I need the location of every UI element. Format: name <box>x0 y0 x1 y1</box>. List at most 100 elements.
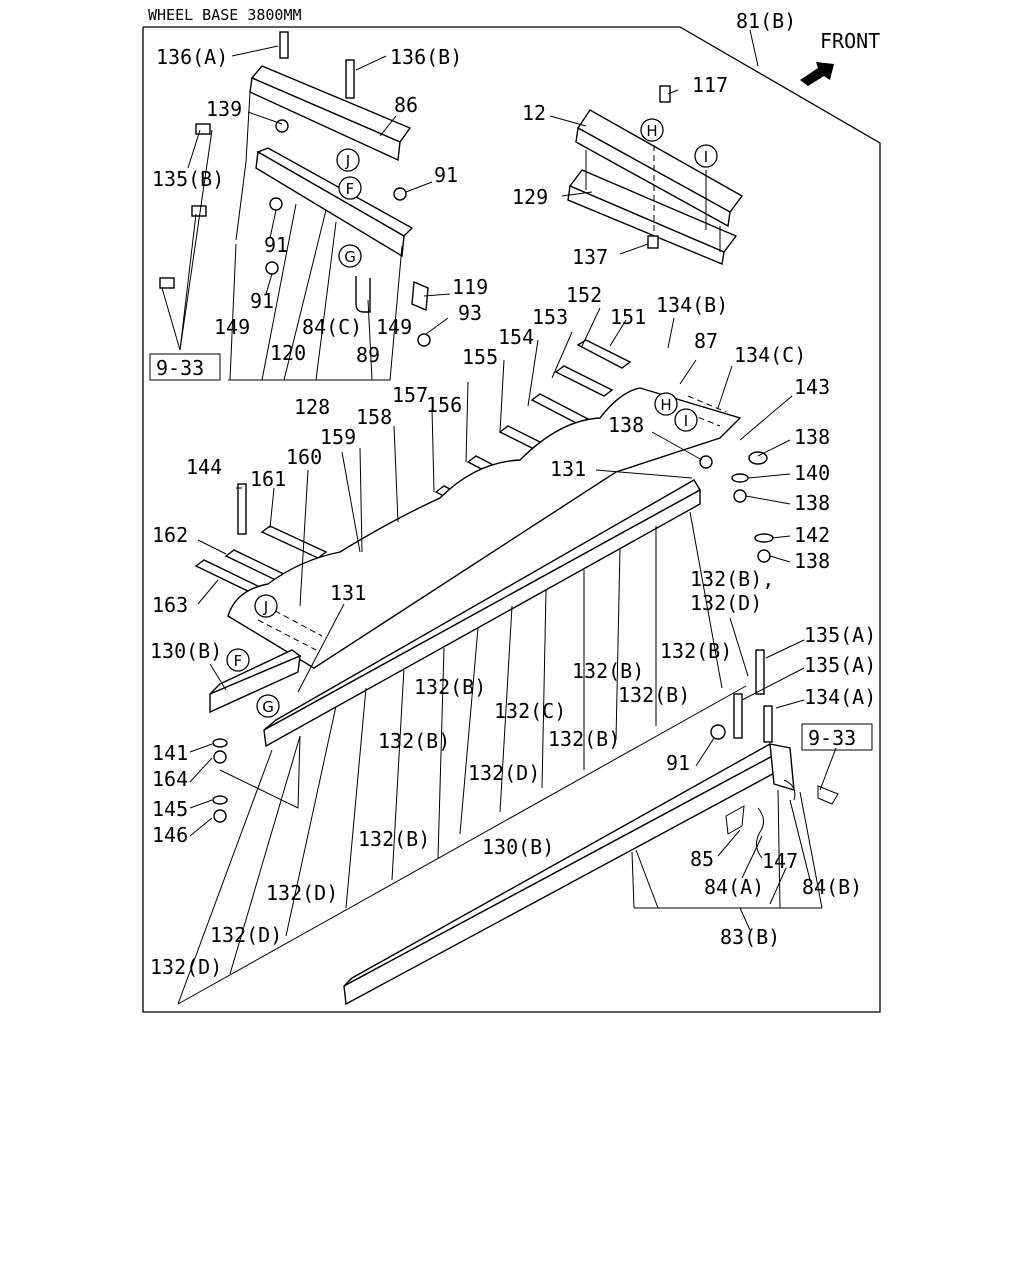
part-label: 132(B) <box>358 827 430 851</box>
part-label: 132(D) <box>468 761 540 785</box>
svg-text:H: H <box>660 396 671 414</box>
part-label: 84(C) <box>302 315 362 339</box>
circle-marker-group: H I J F G H I J <box>226 118 718 718</box>
part-label: 12 <box>522 101 546 125</box>
part-label: 132(B) <box>572 659 644 683</box>
left-hardware <box>212 451 774 823</box>
part-label: 135(A) <box>804 653 876 677</box>
marker-j-lower: J <box>254 594 278 618</box>
lower-long-rail <box>343 649 839 1006</box>
front-arrow-icon <box>800 62 834 86</box>
part-label: 140 <box>794 461 830 485</box>
part-label: 143 <box>794 375 830 399</box>
part-label: 129 <box>512 185 548 209</box>
upper-bracket-assembly <box>159 31 431 347</box>
part-label: 158 <box>356 405 392 429</box>
part-labels: 136(A) 136(B) 139 86 135(B) 91 91 91 149… <box>150 45 876 979</box>
reference-box-right: 9-33 <box>801 723 873 751</box>
part-label: 131 <box>550 457 586 481</box>
part-label: 141 <box>152 741 188 765</box>
svg-text:I: I <box>704 148 708 166</box>
part-label: 91 <box>434 163 458 187</box>
part-label: 146 <box>152 823 188 847</box>
part-label: 91 <box>666 751 690 775</box>
part-label: 131 <box>330 581 366 605</box>
svg-text:H: H <box>646 122 657 140</box>
part-label: 132(B), <box>690 567 774 591</box>
part-label: 149 <box>376 315 412 339</box>
part-label: 136(B) <box>390 45 462 69</box>
svg-text:G: G <box>344 248 356 266</box>
part-label: 142 <box>794 523 830 547</box>
part-label: 87 <box>694 329 718 353</box>
part-label: 91 <box>250 289 274 313</box>
part-label: 134(A) <box>804 685 876 709</box>
part-label: 138 <box>608 413 644 437</box>
part-label: 132(B) <box>618 683 690 707</box>
part-label: 120 <box>270 341 306 365</box>
reference-box-left: 9-33 <box>149 353 221 381</box>
part-label: 152 <box>566 283 602 307</box>
floor-plate <box>227 387 742 669</box>
part-label: 149 <box>214 315 250 339</box>
part-label: 93 <box>458 301 482 325</box>
part-label: 157 <box>392 383 428 407</box>
svg-text:F: F <box>234 652 243 670</box>
part-label: 161 <box>250 467 286 491</box>
part-label: 145 <box>152 797 188 821</box>
part-label: 130(B) <box>482 835 554 859</box>
part-label: 132(D) <box>150 955 222 979</box>
part-label: 132(B) <box>660 639 732 663</box>
upper-right-assembly <box>567 85 744 265</box>
svg-text:I: I <box>684 412 688 430</box>
marker-i-lower: I <box>674 408 698 432</box>
marker-h-lower: H <box>654 392 678 416</box>
part-label: 153 <box>532 305 568 329</box>
leader-lines <box>161 45 837 1005</box>
svg-text:F: F <box>346 180 355 198</box>
frame-leader <box>749 29 759 67</box>
part-label: 135(A) <box>804 623 876 647</box>
part-label: 138 <box>794 491 830 515</box>
part-label: 134(B) <box>656 293 728 317</box>
part-label: 132(B) <box>414 675 486 699</box>
part-label: 163 <box>152 593 188 617</box>
part-label: 128 <box>294 395 330 419</box>
front-label: FRONT <box>820 29 880 53</box>
part-label: 144 <box>186 455 222 479</box>
part-label: 132(D) <box>690 591 762 615</box>
svg-text:G: G <box>262 698 274 716</box>
part-label: 160 <box>286 445 322 469</box>
svg-text:9-33: 9-33 <box>156 356 204 380</box>
svg-text:J: J <box>263 598 268 616</box>
label-frame-81b: 81(B) <box>736 9 796 33</box>
part-label: 132(D) <box>266 881 338 905</box>
svg-text:9-33: 9-33 <box>808 726 856 750</box>
wheel-base-title: WHEEL BASE 3800MM <box>148 6 302 24</box>
part-label: 130(B) <box>150 639 222 663</box>
part-label: 138 <box>794 425 830 449</box>
part-label: 139 <box>206 97 242 121</box>
part-label: 164 <box>152 767 188 791</box>
svg-text:J: J <box>345 152 350 170</box>
marker-i-upper: I <box>694 144 718 168</box>
part-label: 138 <box>794 549 830 573</box>
part-label: 135(B) <box>152 167 224 191</box>
part-label: 136(A) <box>156 45 228 69</box>
part-label: 156 <box>426 393 462 417</box>
part-label: 132(B) <box>378 729 450 753</box>
part-label: 119 <box>452 275 488 299</box>
marker-j-upper: J <box>336 148 360 172</box>
part-label: 84(A) <box>704 875 764 899</box>
part-label: 154 <box>498 325 534 349</box>
part-label: 132(C) <box>494 699 566 723</box>
marker-f-upper: F <box>338 176 362 200</box>
marker-f-lower: F <box>226 648 250 672</box>
part-label: 85 <box>690 847 714 871</box>
marker-h-upper: H <box>640 118 664 142</box>
part-label: 91 <box>264 233 288 257</box>
part-label: 132(B) <box>548 727 620 751</box>
part-label: 83(B) <box>720 925 780 949</box>
upper-long-rail <box>209 479 701 748</box>
part-label: 134(C) <box>734 343 806 367</box>
